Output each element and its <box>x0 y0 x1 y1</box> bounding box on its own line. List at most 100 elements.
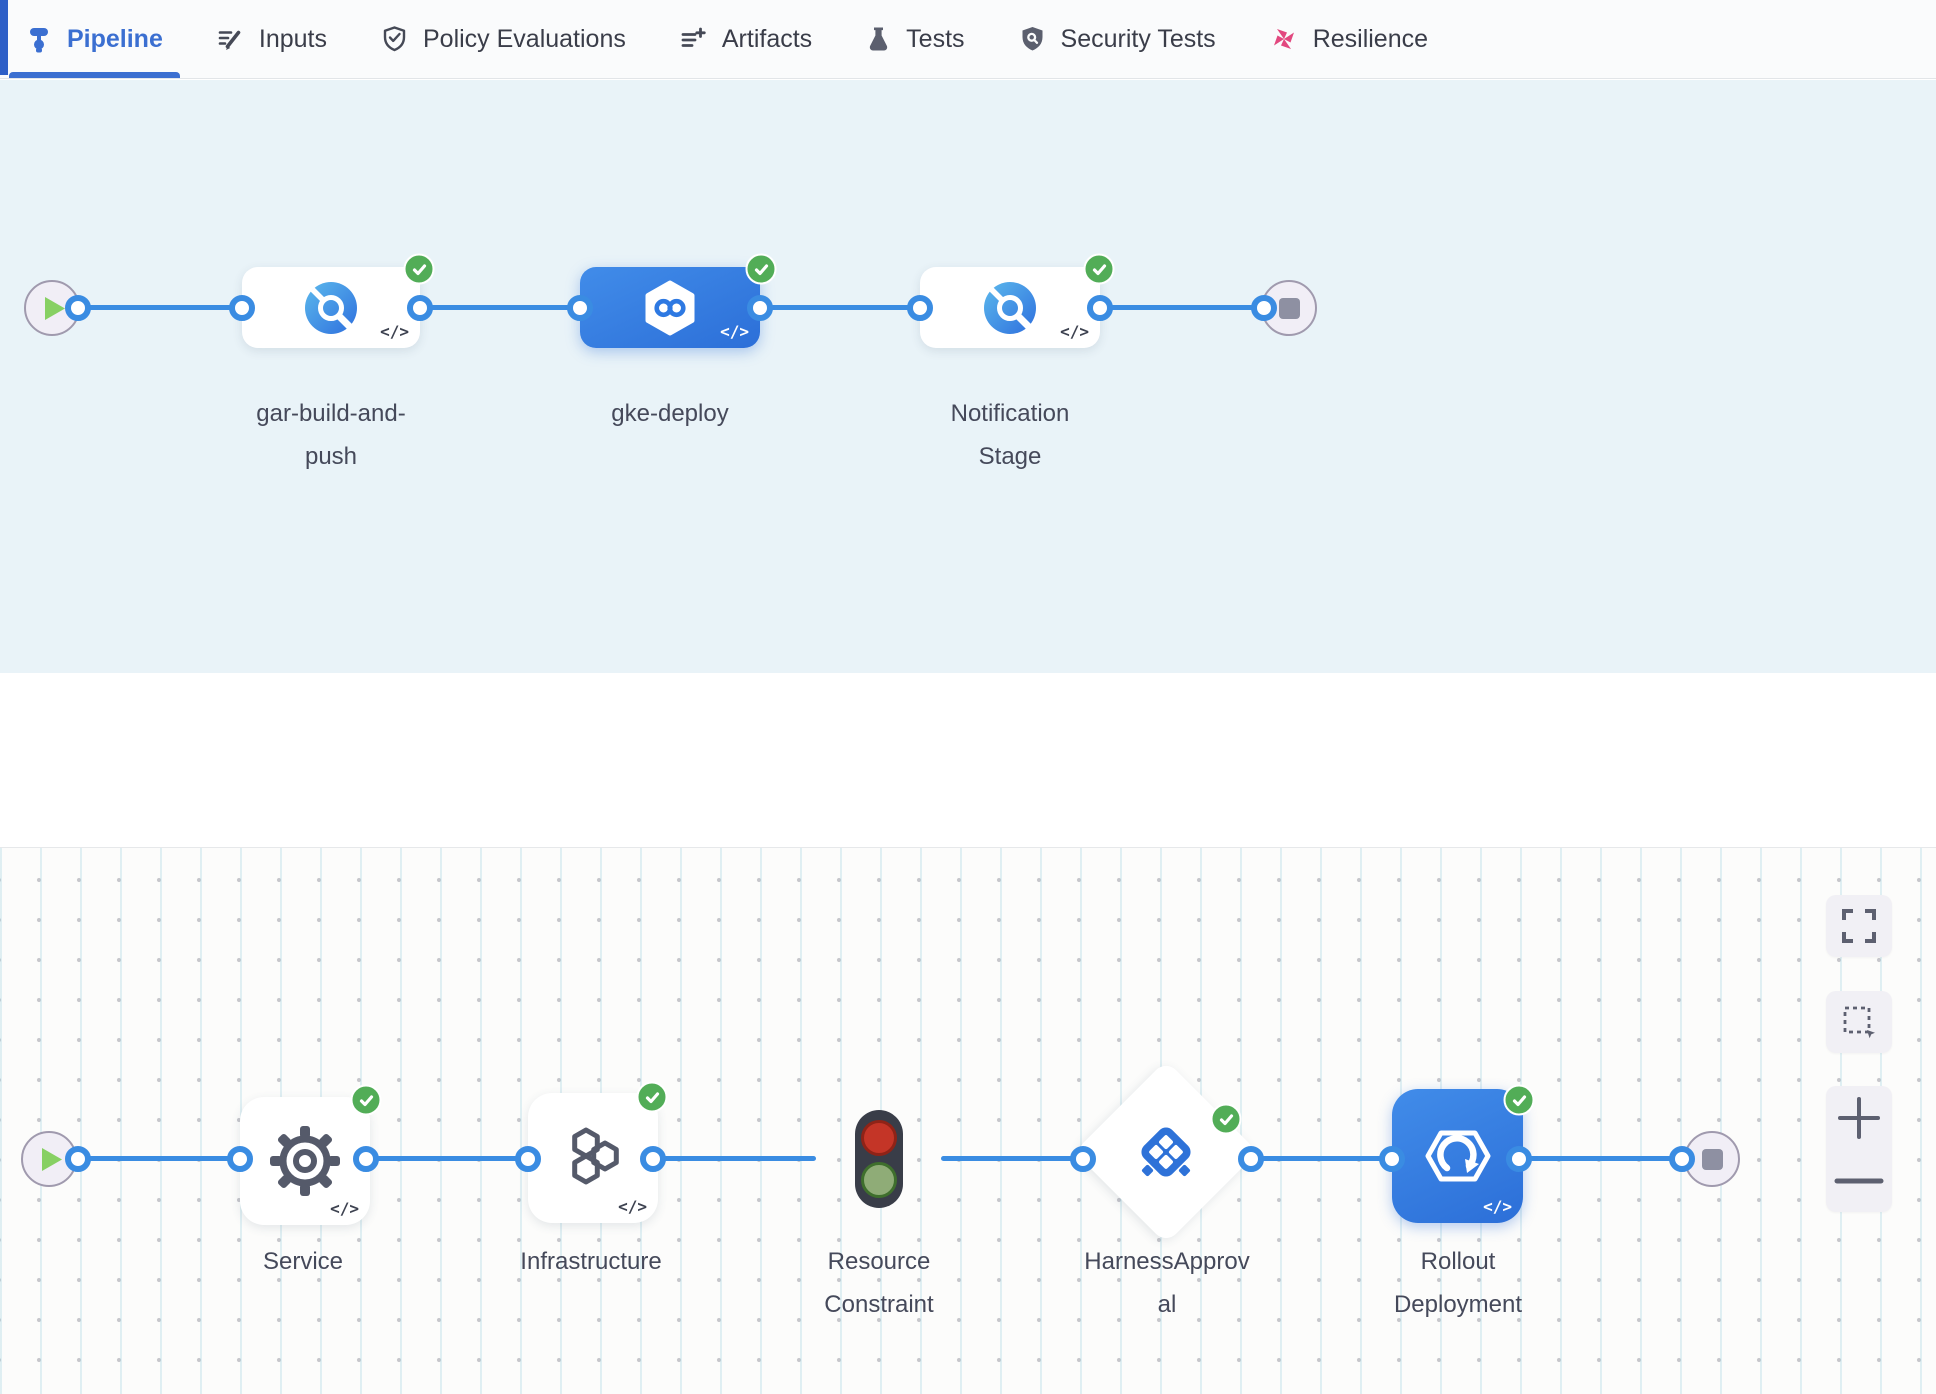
tab-label: Inputs <box>258 24 327 53</box>
traffic-light-green <box>861 1162 897 1198</box>
plus-icon <box>1838 1096 1880 1139</box>
pipeline-icon <box>30 27 48 52</box>
play-icon <box>41 1147 62 1171</box>
check-icon <box>359 1094 373 1106</box>
rollout-icon <box>1425 1130 1490 1182</box>
step-label[interactable]: Rollout Deployment <box>1393 1248 1523 1318</box>
check-icon <box>754 263 768 275</box>
success-badge <box>350 1084 382 1116</box>
step-edge <box>1519 1156 1682 1161</box>
yaml-code-badge[interactable]: </> <box>380 322 409 341</box>
step-node-rollout-deployment[interactable]: </> <box>1392 1089 1523 1223</box>
left-nav-edge <box>0 0 8 75</box>
edge-connector[interactable] <box>1070 1146 1096 1172</box>
zoom-out-button[interactable] <box>1826 1149 1892 1212</box>
stage-node-gar-build-and-push[interactable]: </> <box>242 267 420 348</box>
edge-connector[interactable] <box>515 1146 541 1172</box>
edge-connector[interactable] <box>1506 1146 1532 1172</box>
edge-connector[interactable] <box>229 295 255 321</box>
yaml-code-badge[interactable]: </> <box>618 1197 647 1216</box>
yaml-code-badge[interactable]: </> <box>720 322 749 341</box>
stage-node-notification-stage[interactable]: </> <box>920 267 1100 348</box>
step-edge <box>1251 1156 1392 1161</box>
tab-artifacts[interactable]: Artifacts <box>663 0 829 78</box>
build-stage-icon <box>305 281 357 334</box>
tab-policy-evaluations[interactable]: Policy Evaluations <box>364 0 643 78</box>
yaml-code-badge[interactable]: </> <box>1483 1197 1512 1216</box>
step-label[interactable]: HarnessApproval <box>1084 1248 1250 1318</box>
edge-connector[interactable] <box>227 1146 253 1172</box>
tab-label: Tests <box>906 24 965 53</box>
step-label[interactable]: Infrastructure <box>520 1248 662 1275</box>
stage-edge <box>420 305 580 310</box>
stage-graph-canvas <box>0 80 1936 673</box>
marquee-select-button[interactable] <box>1826 991 1892 1053</box>
edge-connector[interactable] <box>65 1146 91 1172</box>
policy-evaluations-icon <box>383 26 406 52</box>
check-icon <box>412 263 426 275</box>
step-label[interactable]: Service <box>262 1248 344 1275</box>
tab-pipeline[interactable]: Pipeline <box>9 0 180 78</box>
tab-inputs[interactable]: Inputs <box>200 0 344 78</box>
inputs-icon <box>218 30 241 50</box>
tab-label: Artifacts <box>721 24 813 53</box>
edge-connector[interactable] <box>1379 1146 1405 1172</box>
check-icon <box>645 1091 659 1103</box>
custom-stage-icon <box>984 281 1036 334</box>
gear-icon <box>270 1126 340 1196</box>
fullscreen-button[interactable] <box>1826 895 1892 957</box>
stage-node-gke-deploy[interactable]: </> <box>580 267 760 348</box>
artifacts-icon <box>681 27 706 47</box>
tab-security-tests[interactable]: Security Tests <box>1002 0 1233 78</box>
step-edge <box>941 1156 1083 1161</box>
tab-label: Policy Evaluations <box>422 24 626 53</box>
step-node-infrastructure[interactable]: </> <box>528 1093 658 1223</box>
security-tests-icon <box>1022 27 1043 51</box>
stage-label[interactable]: Notification Stage <box>950 400 1070 470</box>
stage-edge <box>78 305 242 310</box>
stage-details-bar: gke-deploy Started at: 12/27/2023, 1:47:… <box>0 673 1936 1394</box>
edge-connector[interactable] <box>407 295 433 321</box>
stage-edge <box>760 305 920 310</box>
success-badge <box>1210 1103 1242 1135</box>
success-badge <box>1083 253 1115 285</box>
yaml-code-badge[interactable]: </> <box>330 1199 359 1218</box>
edge-connector[interactable] <box>567 295 593 321</box>
edge-connector[interactable] <box>907 295 933 321</box>
stop-icon <box>1701 1148 1723 1170</box>
check-icon <box>1512 1094 1526 1106</box>
check-icon <box>1219 1113 1233 1125</box>
zoom-controls <box>1826 1086 1892 1212</box>
step-label[interactable]: Resource Constraint <box>824 1248 934 1318</box>
deploy-stage-icon <box>645 280 695 335</box>
check-icon <box>1092 263 1106 275</box>
edge-connector[interactable] <box>640 1146 666 1172</box>
stage-edge <box>1100 305 1264 310</box>
success-badge <box>745 253 777 285</box>
tab-resilience[interactable]: Resilience <box>1253 0 1445 78</box>
edge-connector[interactable] <box>1238 1146 1264 1172</box>
approval-icon <box>1141 1127 1191 1177</box>
tab-tests[interactable]: Tests <box>849 0 981 78</box>
zoom-in-button[interactable] <box>1826 1086 1892 1149</box>
stage-label[interactable]: gar-build-and-push <box>256 400 406 470</box>
edge-connector[interactable] <box>1087 295 1113 321</box>
yaml-code-badge[interactable]: </> <box>1060 322 1089 341</box>
step-node-service[interactable]: </> <box>240 1097 370 1225</box>
tab-label: Pipeline <box>67 24 163 53</box>
tab-label: Resilience <box>1312 24 1429 53</box>
edge-connector[interactable] <box>1669 1146 1695 1172</box>
execution-start-node[interactable] <box>21 1131 77 1187</box>
edge-connector[interactable] <box>747 295 773 321</box>
hexagons-icon <box>572 1127 619 1185</box>
edge-connector[interactable] <box>1251 295 1277 321</box>
edge-connector[interactable] <box>353 1146 379 1172</box>
marquee-select-icon <box>1843 1006 1875 1039</box>
success-badge <box>636 1081 668 1113</box>
stage-label[interactable]: gke-deploy <box>611 400 729 427</box>
step-edge <box>653 1156 816 1161</box>
stop-icon <box>1278 297 1300 319</box>
step-node-resource-constraint[interactable] <box>855 1110 903 1208</box>
edge-connector[interactable] <box>65 295 91 321</box>
